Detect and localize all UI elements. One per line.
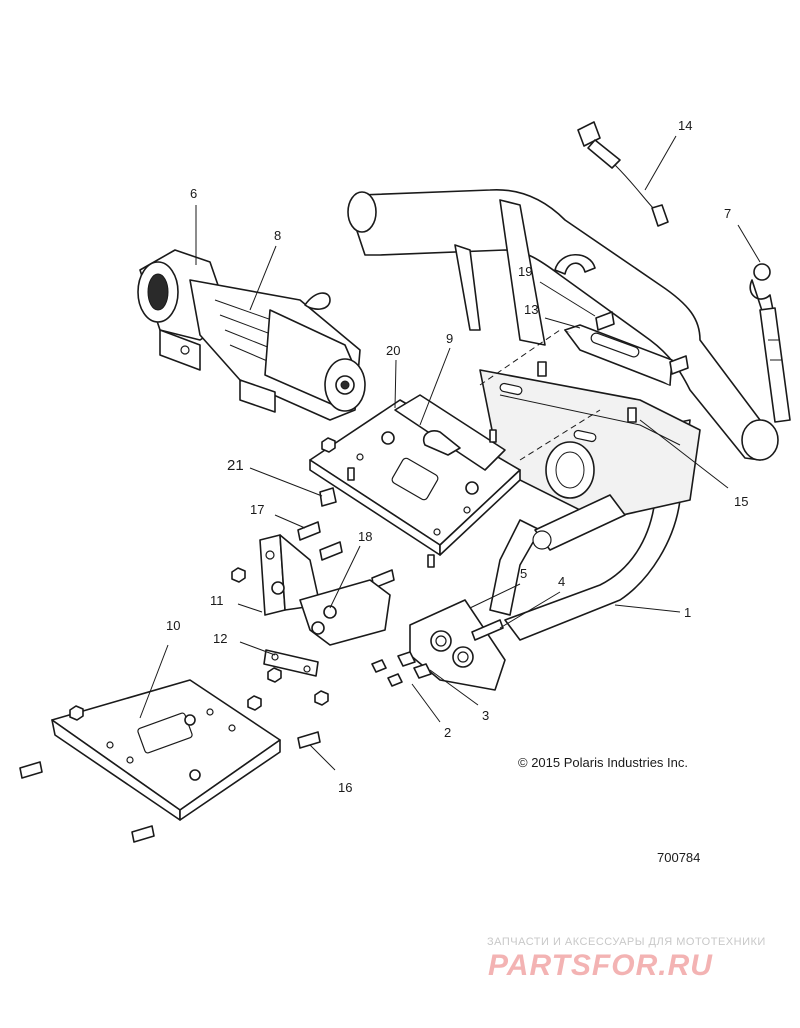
callout-13: 13 [524, 302, 538, 317]
strap-plate [263, 649, 319, 677]
callout-17: 17 [250, 502, 264, 517]
callout-21: 21 [227, 457, 244, 474]
fairlead-bolts [595, 311, 689, 375]
skid-plate [51, 679, 281, 821]
callout-10: 10 [166, 618, 180, 633]
callout-2: 2 [444, 725, 451, 740]
callout-4: 4 [558, 574, 565, 589]
watermark-logo: PARTSFOR.RU [488, 949, 713, 982]
callout-20: 20 [386, 343, 400, 358]
callout-numbers: 1 2 3 4 5 6 7 8 9 10 11 12 13 14 15 16 1… [166, 118, 748, 795]
bumper-frame [347, 189, 779, 641]
callout-1: 1 [684, 605, 691, 620]
mounting-bracket [231, 534, 391, 646]
callout-19: 19 [518, 264, 532, 279]
callout-5: 5 [520, 566, 527, 581]
callout-12: 12 [213, 631, 227, 646]
callout-7: 7 [724, 206, 731, 221]
callout-15: 15 [734, 494, 748, 509]
callout-3: 3 [482, 708, 489, 723]
bushings-2-3 [371, 651, 432, 687]
copyright-notice: © 2015 Polaris Industries Inc. [518, 755, 688, 770]
document-number: 700784 [657, 850, 700, 865]
winch-mount-plate [309, 394, 521, 556]
leader-lines [139, 135, 761, 771]
callout-11: 11 [210, 593, 224, 608]
watermark-tagline: ЗАПЧАСТИ И АКСЕССУАРЫ ДЛЯ МОТОТЕХНИКИ [487, 936, 766, 948]
callout-8: 8 [274, 228, 281, 243]
skid-plate-bolts [19, 667, 329, 843]
callout-14: 14 [678, 118, 692, 133]
bolt-4 [471, 619, 504, 641]
winch-hook-strap [749, 263, 791, 423]
winch-remote-plug [577, 121, 669, 227]
plate-nuts [321, 429, 497, 568]
bolts-17-21 [297, 487, 395, 589]
callout-9: 9 [446, 331, 453, 346]
callout-16: 16 [338, 780, 352, 795]
winch-assembly [137, 249, 366, 421]
callout-18: 18 [358, 529, 372, 544]
callout-6: 6 [190, 186, 197, 201]
fairlead [564, 324, 673, 386]
